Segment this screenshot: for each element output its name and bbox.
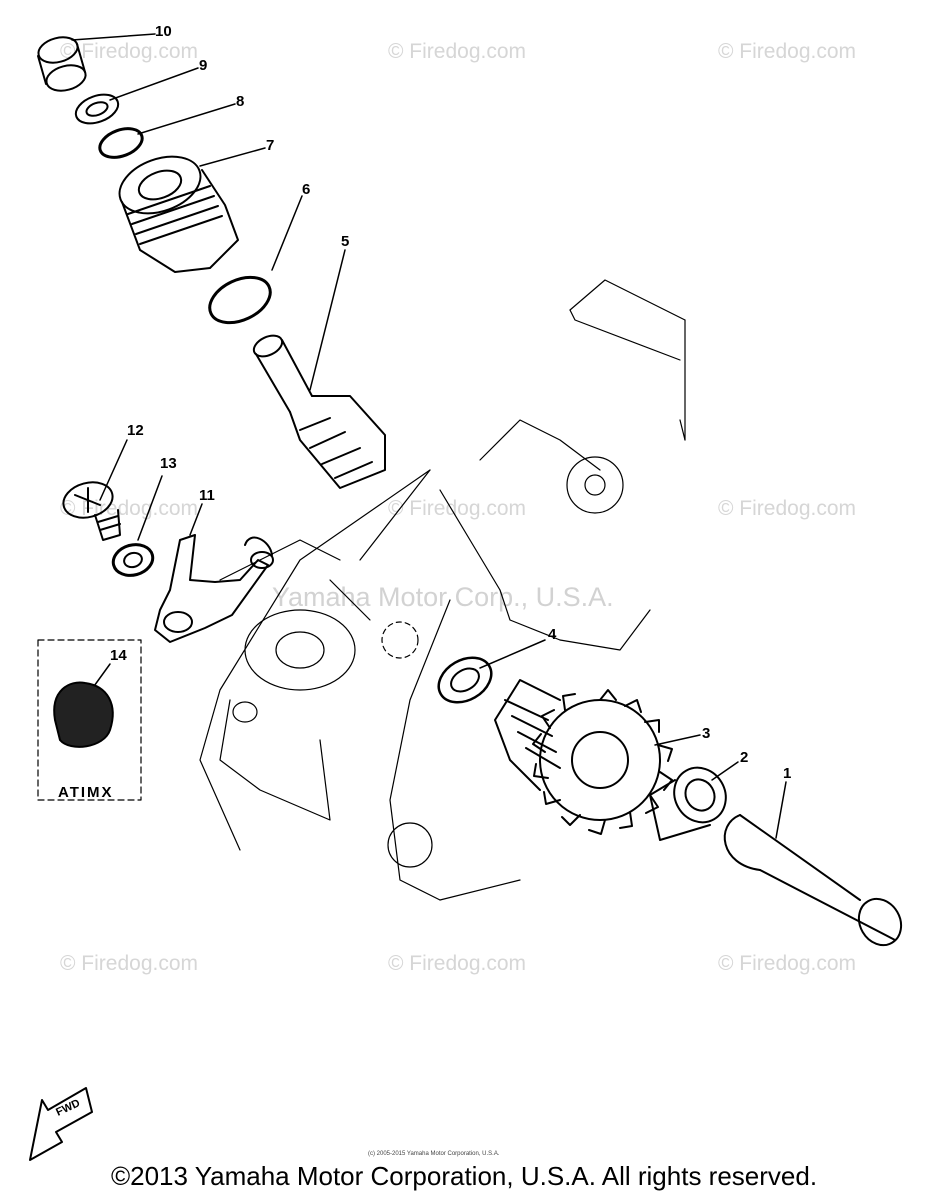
part-9-washer: [74, 93, 120, 125]
case-boss: [219, 539, 371, 821]
part-14-cap: [53, 681, 114, 748]
callout-10: 10: [155, 23, 172, 40]
part-7-housing: [118, 155, 239, 273]
part-3-gear: [494, 679, 673, 835]
callout-9: 9: [199, 57, 208, 74]
callout-6: 6: [302, 181, 311, 198]
watermark: © Firedog.com: [718, 952, 857, 975]
part-8-o-ring: [98, 127, 144, 159]
part-5-shaft: [252, 334, 386, 489]
callout-7: 7: [266, 137, 275, 154]
part-13-washer: [111, 543, 155, 577]
inset-box: [37, 639, 142, 801]
callout-1: 1: [783, 765, 792, 782]
part-12-screw: [62, 481, 121, 541]
callout-8: 8: [236, 93, 245, 110]
leader-lines: [71, 33, 787, 839]
callout-3: 3: [702, 725, 711, 742]
watermark: © Firedog.com: [60, 952, 199, 975]
callout-4: 4: [548, 626, 557, 643]
engine-case-outline: [199, 279, 686, 901]
watermark: © Firedog.com: [718, 497, 857, 520]
part-2-collar: [649, 766, 727, 841]
callout-14: 14: [110, 647, 127, 664]
part-1-shaft: [723, 814, 903, 947]
callout-12: 12: [127, 422, 144, 439]
inset-label: ATIMX: [58, 784, 114, 801]
watermark: © Firedog.com: [388, 40, 527, 63]
callout-5: 5: [341, 233, 350, 250]
copyright-notice: ©2013 Yamaha Motor Corporation, U.S.A. A…: [110, 1161, 818, 1191]
watermark: © Firedog.com: [388, 952, 527, 975]
hidden-part: [381, 621, 419, 659]
part-6-o-ring: [208, 275, 272, 325]
fwd-arrow-icon: FWD: [29, 1087, 93, 1161]
fine-print: (c) 2005-2015 Yamaha Motor Corporation, …: [368, 1151, 500, 1157]
watermark: © Firedog.com: [718, 40, 857, 63]
watermark: © Firedog.com: [388, 497, 527, 520]
part-10-cap: [37, 36, 87, 92]
callout-11: 11: [199, 487, 215, 504]
fwd-label: FWD: [54, 1097, 82, 1118]
callout-13: 13: [160, 455, 177, 472]
part-11-bracket: [154, 534, 274, 643]
part-4-washer: [437, 656, 493, 704]
callout-2: 2: [740, 749, 749, 766]
center-watermark: Yamaha Motor Corp., U.S.A.: [272, 582, 614, 612]
watermark: © Firedog.com: [60, 40, 199, 63]
